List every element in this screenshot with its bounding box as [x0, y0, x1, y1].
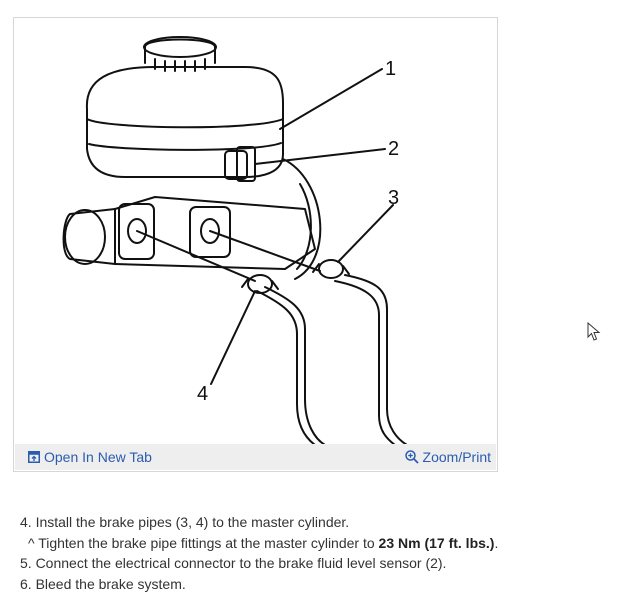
torque-spec: 23 Nm (17 ft. lbs.)	[378, 534, 495, 551]
callout-1: 1	[385, 58, 396, 80]
open-in-new-tab-label: Open In New Tab	[44, 449, 152, 465]
callout-2: 2	[388, 138, 399, 160]
open-in-new-tab-link[interactable]: Open In New Tab	[28, 449, 152, 465]
step-5: 5. Connect the electrical connector to t…	[20, 555, 447, 571]
open-new-tab-icon	[28, 451, 40, 463]
procedure-steps: 4. Install the brake pipes (3, 4) to the…	[20, 512, 498, 594]
figure-toolbar: Open In New Tab Zoom/Print	[15, 444, 496, 470]
step-6: 6. Bleed the brake system.	[20, 575, 186, 592]
substep-suffix: .	[494, 534, 499, 551]
zoom-print-label: Zoom/Print	[422, 449, 491, 465]
zoom-print-link[interactable]: Zoom/Print	[404, 449, 491, 465]
substep-text: ^ Tighten the brake pipe fittings at the…	[28, 534, 379, 551]
step-4-substep: ^ Tighten the brake pipe fittings at the…	[20, 533, 498, 554]
step-4: 4. Install the brake pipes (3, 4) to the…	[20, 514, 350, 530]
callout-3: 3	[388, 187, 399, 209]
mouse-cursor-icon	[587, 322, 601, 341]
zoom-in-icon	[404, 450, 419, 464]
master-cylinder-illustration: 1 2 3 4	[62, 36, 408, 445]
callout-4: 4	[197, 383, 208, 405]
figure-frame: 1 2 3 4 Open In New Tab Zoom/Print	[13, 17, 498, 472]
